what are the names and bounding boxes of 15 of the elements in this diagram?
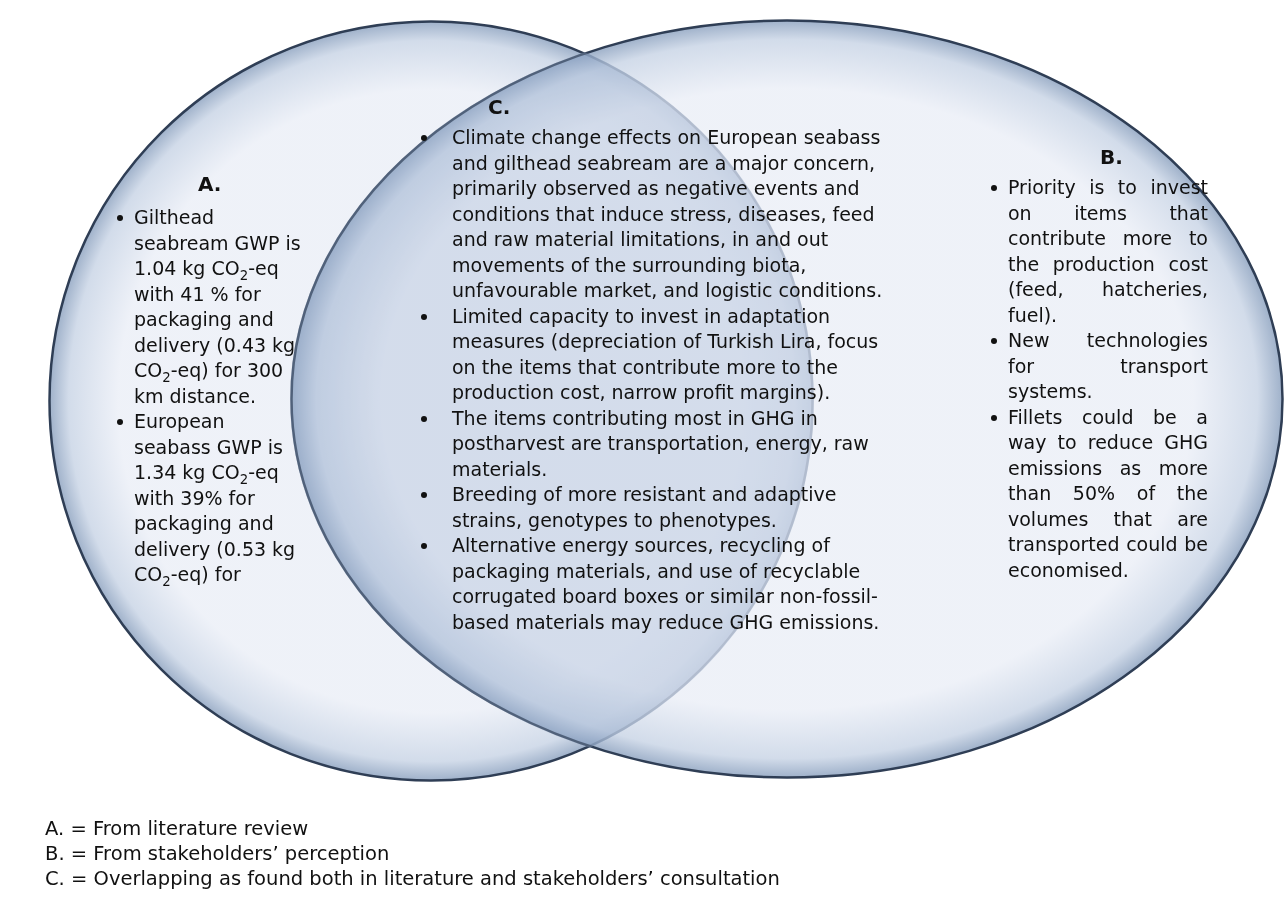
set-heading: A. bbox=[198, 172, 222, 196]
set-heading: B. bbox=[1100, 145, 1123, 169]
bullet-item: Alternative energy sources, recycling of packaging materials, and use of recyclable corrugated board boxes or similar non-fossil-based materials may reduce GHG emissions. bbox=[452, 533, 884, 635]
bullet-item: New technologies for transport systems. bbox=[1008, 328, 1208, 405]
bullet-item: Limited capacity to invest in adaptation measures (depreciation of Turkish Lira, focus on the items that contribute more to the production cost, narrow profit margins). bbox=[452, 303, 884, 406]
key-note: A. = From literature review bbox=[45, 817, 309, 840]
bullet-item: Climate change effects on European seabass and gilthead seabream are a major concern, primarily observed as negative events and conditions that induce stress, diseases, feed and raw material limitations, in and out movements of the surrounding biota, unfavourable market, and logistic conditions. bbox=[452, 125, 884, 304]
bullet-item: Fillets could be a way to reduce GHG emissions as more than 50% of the volumes that are transported could be economised. bbox=[1008, 404, 1208, 583]
key-note: B. = From stakeholders’ perception bbox=[45, 842, 390, 865]
bullet-item: Breeding of more resistant and adaptive strains, genotypes to phenotypes. bbox=[452, 482, 884, 533]
bullet-item: The items contributing most in GHG in postharvest are transportation, energy, raw materials. bbox=[452, 405, 884, 482]
bullet-item: European seabass GWP is 1.34 kg CO$_{2}$-eq with 39% for packaging and delivery (0.53 kg CO$_{2}$-eq) for bbox=[134, 409, 301, 588]
set-heading: C. bbox=[488, 95, 511, 119]
bullet-item: Gilthead seabream GWP is 1.04 kg CO$_{2}$-eq with 41 % for packaging and delivery (0.43 kg CO$_{2}$-eq) for 300 km distance. bbox=[134, 205, 301, 409]
key-note: C. = Overlapping as found both in literature and stakeholders’ consultation bbox=[45, 867, 780, 890]
